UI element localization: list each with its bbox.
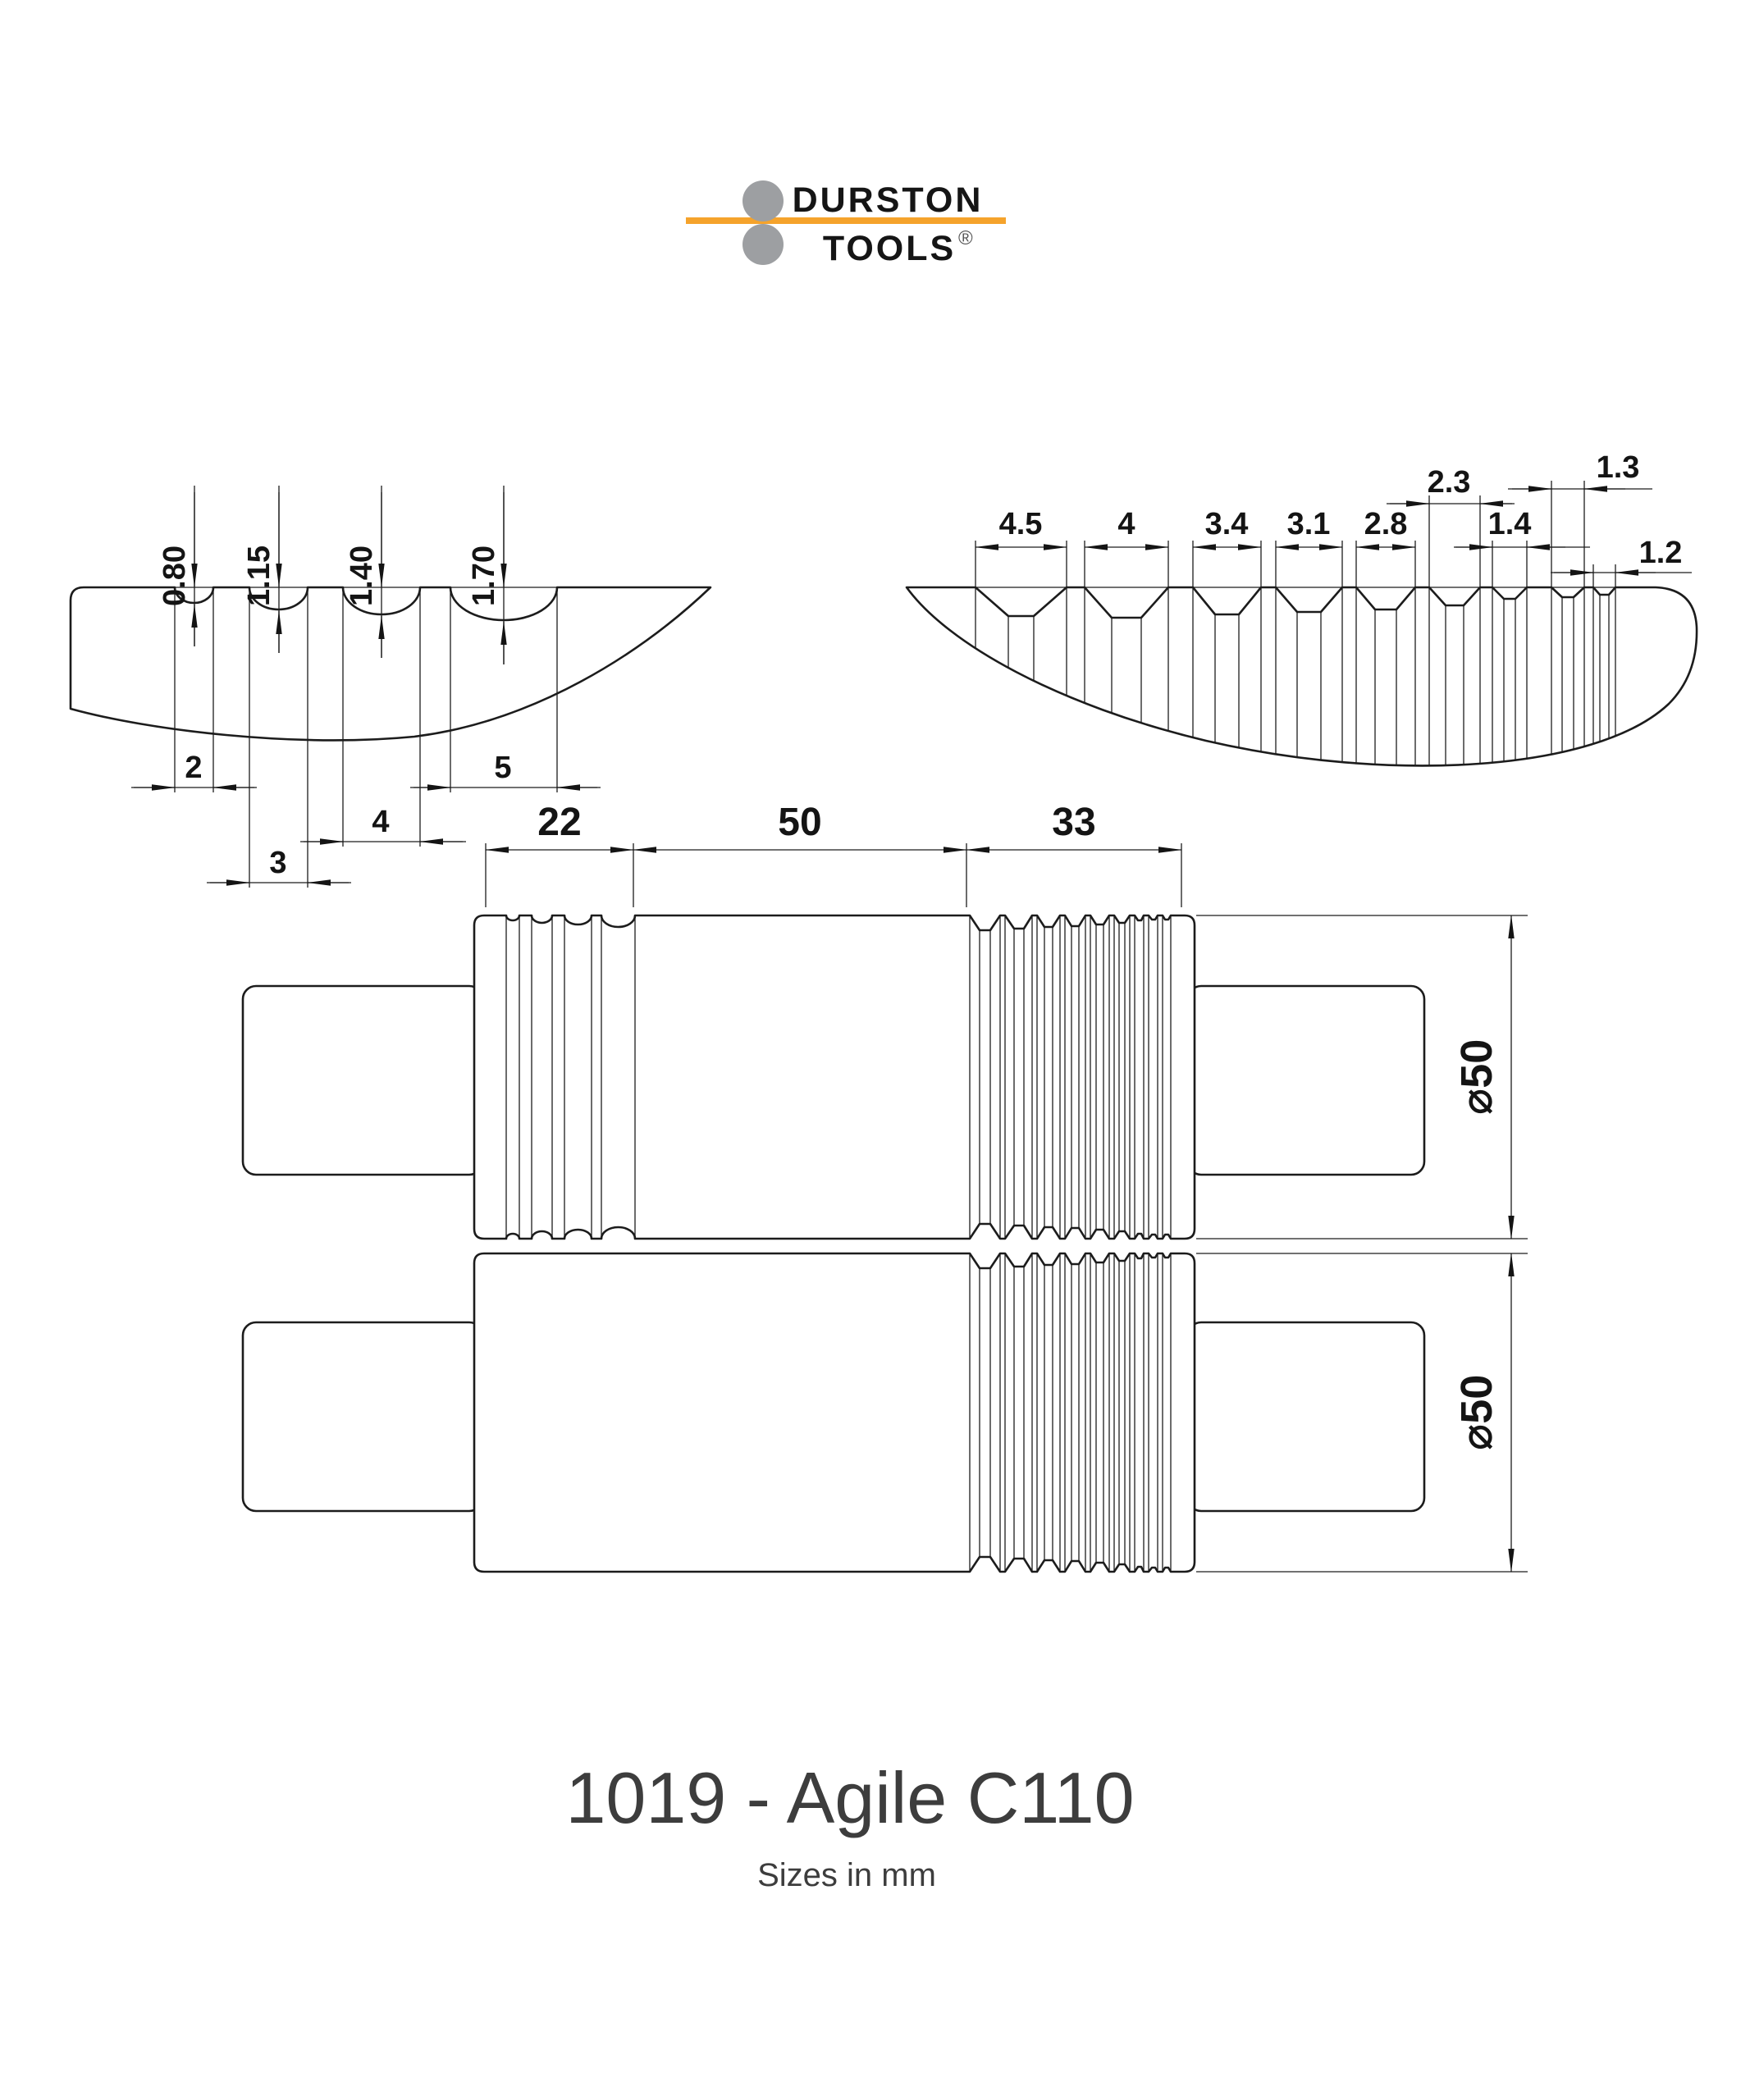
right-profile-extension-lines [975,481,1616,587]
right-profile-section: 4.5 4 3.4 3.1 2.8 2.3 1.4 1.3 1.2 [905,450,1698,767]
vgroove-width-label-4-5: 4.5 [999,507,1043,541]
logo-bottom-roller-icon [742,224,784,265]
groove-width-label-5: 5 [494,751,511,785]
bottom-roller-body [473,1252,1196,1573]
vgroove-width-label-4: 4 [1117,507,1135,541]
vgroove-width-label-2-8: 2.8 [1364,507,1408,541]
groove-depth-label-3: 1.40 [345,546,379,606]
right-profile-outline [905,586,1698,767]
logo-brand-line2: TOOLS [823,229,956,268]
top-roller-diameter-label: ⌀50 [1452,1039,1501,1116]
top-roller-groove-lines [505,915,1172,1239]
bottom-roller-left-shaft [241,1321,484,1513]
top-roller-left-shaft [241,984,484,1176]
section-length-label-33: 33 [1052,801,1095,844]
logo-top-roller-icon [742,180,784,221]
section-length-label-22: 22 [537,801,581,844]
groove-width-label-3: 3 [269,846,286,880]
section-dim-extension-lines [485,843,1182,907]
top-roller-right-shaft [1186,984,1426,1176]
vgroove-width-label-3-4: 3.4 [1205,507,1249,541]
vgroove-width-label-1-3: 1.3 [1597,450,1640,485]
groove-width-label-2: 2 [185,751,202,785]
left-profile-outline [69,586,712,742]
logo: DURSTON TOOLS ® [686,180,1006,268]
groove-depth-label-4: 1.70 [467,546,501,606]
logo-orange-bar [686,217,1006,224]
groove-width-label-4: 4 [372,805,389,839]
vgroove-width-label-1-4: 1.4 [1488,507,1532,541]
bottom-roller-groove-lines [969,1253,1172,1572]
left-profile-extension-lines [174,587,558,888]
vgroove-width-label-1-2: 1.2 [1639,536,1683,570]
title-block: 1019 - Agile C110 Sizes in mm [565,1757,1134,1893]
top-roller-body [473,914,1196,1240]
roller-assembly: 22 50 33 ⌀50 ⌀50 [241,801,1528,1573]
vgroove-width-label-2-3: 2.3 [1428,465,1471,500]
groove-depth-label-1: 0.80 [158,546,192,606]
vgroove-width-label-3-1: 3.1 [1287,507,1331,541]
drawing-subtitle: Sizes in mm [757,1857,936,1893]
logo-brand-line1: DURSTON [793,180,984,220]
registered-trademark-icon: ® [958,227,973,249]
left-profile-section: 0.80 1.15 1.40 1.70 2 3 4 5 [69,486,712,888]
bottom-roller-diameter-label: ⌀50 [1452,1375,1501,1451]
bottom-roller-right-shaft [1186,1321,1426,1513]
diameter-dim-extension-lines [1196,915,1528,1573]
drawing-title: 1019 - Agile C110 [565,1757,1134,1838]
groove-depth-label-2: 1.15 [242,546,276,606]
section-length-label-50: 50 [778,801,821,844]
